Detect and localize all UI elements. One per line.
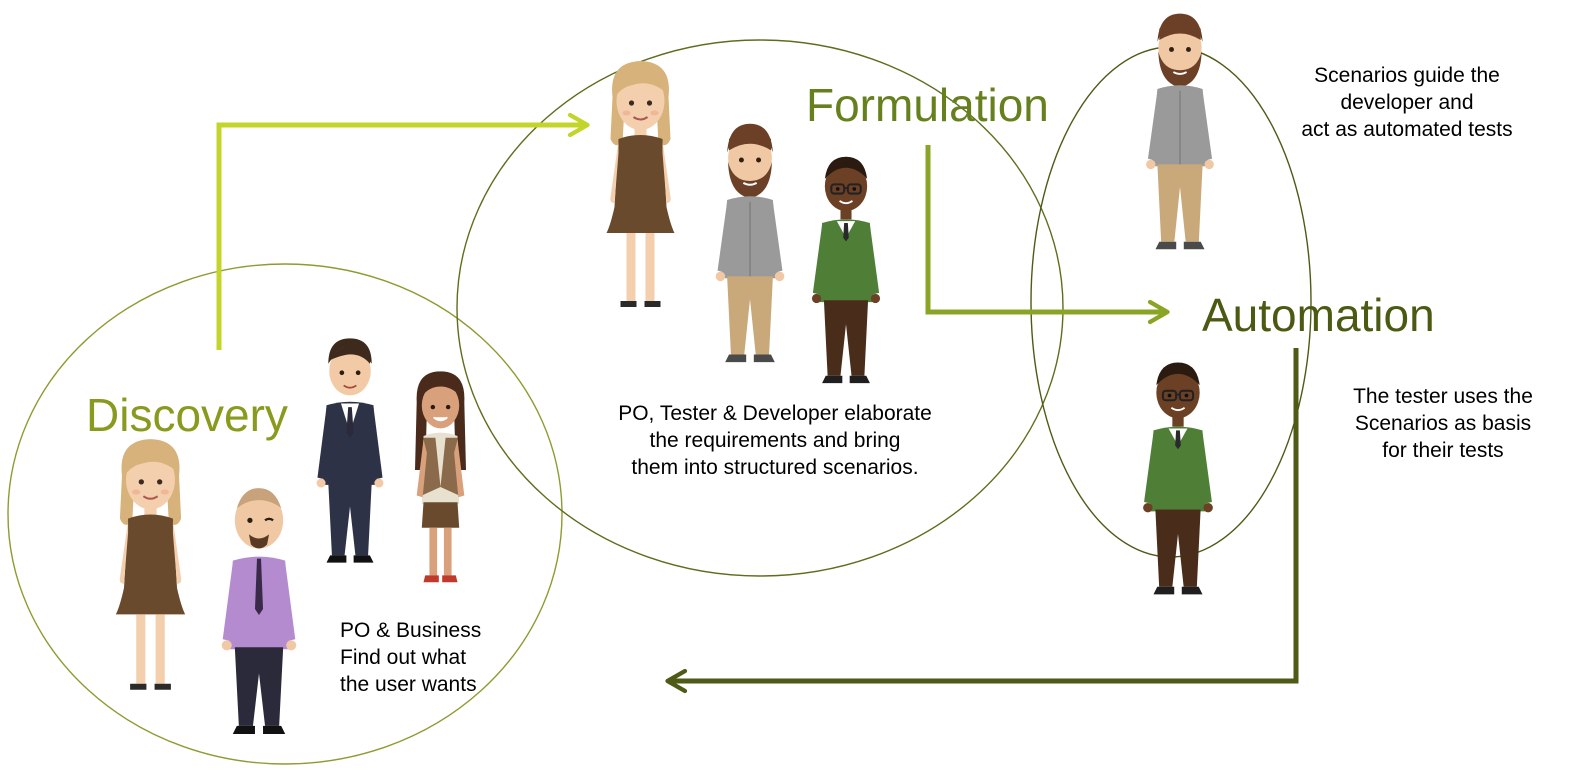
automation-caption-developer: Scenarios guide the developer and act as… xyxy=(1262,62,1552,143)
formulation-caption-line-2: the requirements and bring xyxy=(649,429,901,452)
business-man-suit-figure xyxy=(315,337,385,564)
business-woman-vest-figure xyxy=(414,370,467,584)
arrow-automation-to-discovery xyxy=(665,348,1299,694)
formulation-caption-line-3: them into structured scenarios. xyxy=(631,456,919,479)
discovery-caption-line-1: PO & Business xyxy=(340,619,482,642)
discovery-caption-line-3: the user wants xyxy=(340,673,477,696)
automation-caption-tester-line-1: The tester uses the xyxy=(1353,385,1533,408)
business-man-purple-figure xyxy=(220,486,298,736)
discovery-circle xyxy=(7,263,563,765)
formulation-circle xyxy=(456,39,1064,577)
developer-bearded-figure xyxy=(714,122,786,364)
arrow-discovery-to-formulation xyxy=(216,112,590,350)
automation-caption-developer-line-1: Scenarios guide the xyxy=(1314,64,1500,87)
formulation-title: Formulation xyxy=(806,79,1049,131)
automation-title: Automation xyxy=(1202,289,1435,341)
automation-caption-tester-line-2: Scenarios as basis xyxy=(1354,412,1532,435)
tester-figure xyxy=(810,155,882,385)
automation-caption-developer-line-3: act as automated tests xyxy=(1301,118,1513,141)
po-woman-figure-formulation xyxy=(605,59,676,309)
automation-caption-tester-line-3: for their tests xyxy=(1382,439,1504,462)
po-woman-figure xyxy=(114,438,187,691)
automation-caption-tester: The tester uses the Scenarios as basis f… xyxy=(1318,383,1568,464)
automation-caption-developer-line-2: developer and xyxy=(1340,91,1474,114)
tester-figure-automation xyxy=(1142,361,1214,596)
discovery-title: Discovery xyxy=(86,389,288,441)
discovery-caption: PO & Business Find out what the user wan… xyxy=(340,617,481,698)
formulation-caption-line-1: PO, Tester & Developer elaborate xyxy=(618,402,932,425)
discovery-caption-line-2: Find out what xyxy=(340,646,467,669)
arrow-formulation-to-automation xyxy=(925,145,1170,325)
formulation-caption: PO, Tester & Developer elaborate the req… xyxy=(580,400,970,481)
